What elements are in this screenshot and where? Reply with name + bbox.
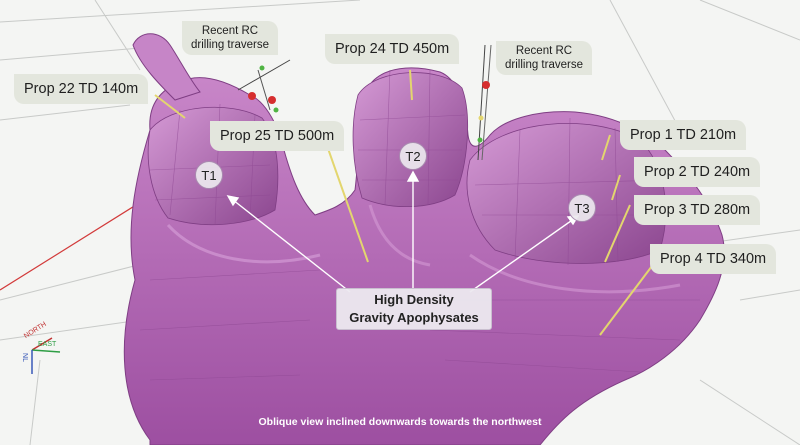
red-dot-icon [268,96,276,104]
traverse-note-right: Recent RC drilling traverse [496,41,592,75]
callout-prop-1: Prop 1 TD 210m [620,120,747,150]
callout-prop-4: Prop 4 TD 340m [650,244,777,274]
target-arrows [226,170,580,293]
target-t3: T3 [568,194,596,222]
view-caption: Oblique view inclined downwards towards … [258,416,542,428]
traverse-markers-left [237,59,291,113]
callout-prop-3: Prop 3 TD 280m [634,195,761,225]
callout-prop-24: Prop 24 TD 450m [325,34,460,64]
traverse-note-left: Recent RC drilling traverse [182,21,278,55]
target-t1: T1 [195,161,223,189]
red-dot-icon [482,81,490,89]
high-density-label: High Density Gravity Apophysates [336,288,492,330]
axis-label-east: EAST [38,341,57,348]
red-dot-icon [248,92,256,100]
traverse-markers-right [477,44,492,161]
target-t2: T2 [399,142,427,170]
callout-prop-2: Prop 2 TD 240m [634,157,761,187]
callout-prop-22: Prop 22 TD 140m [14,74,149,104]
gravity-body [123,33,725,445]
axis-triad-icon [31,337,61,374]
callout-prop-25: Prop 25 TD 500m [210,121,345,151]
drill-traces [154,69,656,336]
axis-label-nl: NL [20,353,28,362]
